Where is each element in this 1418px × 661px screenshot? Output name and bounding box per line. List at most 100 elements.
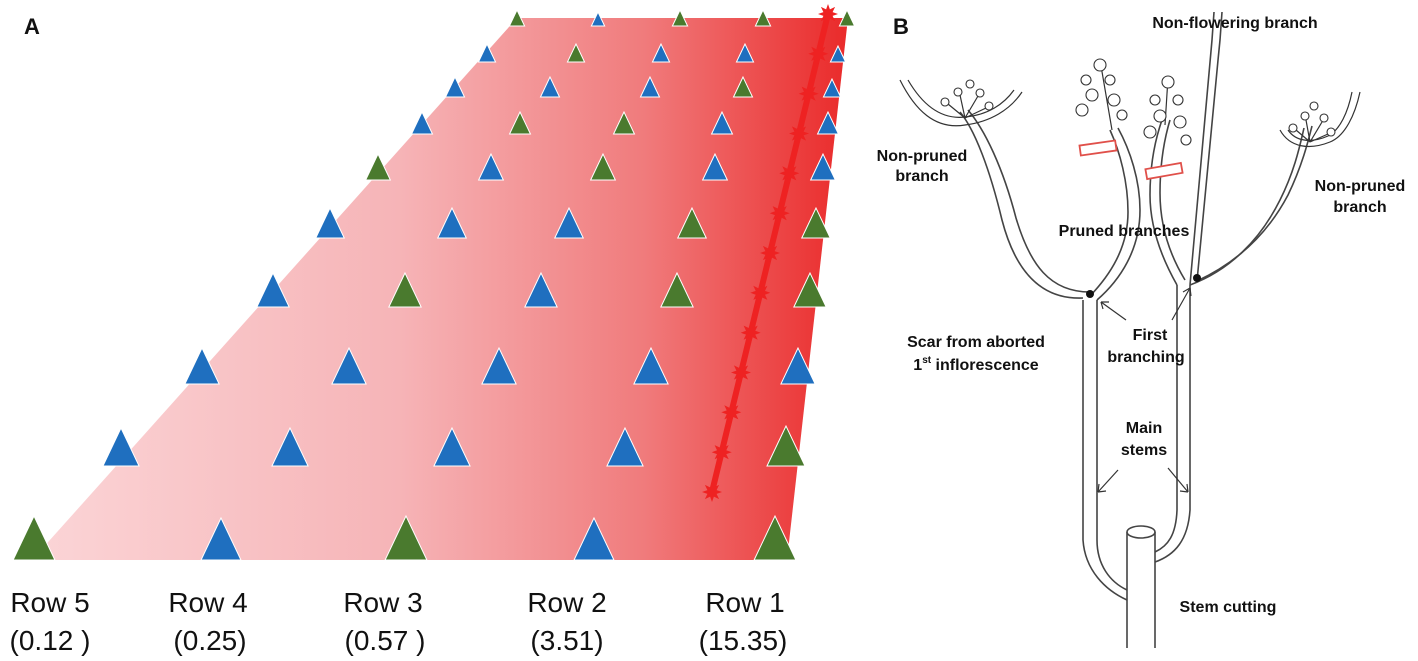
source-burst-marker	[808, 43, 829, 64]
plant-blue-marker	[553, 206, 585, 239]
non-flowering-branch-b	[1189, 11, 1215, 286]
plant-green-marker	[838, 8, 856, 27]
plant-green-marker	[384, 514, 428, 561]
right-pruned-branch-b	[1159, 119, 1186, 281]
plant-green-marker	[388, 271, 422, 308]
plant-blue-marker	[184, 346, 220, 385]
flower	[1180, 134, 1192, 146]
source-row-line	[702, 4, 838, 502]
right-pruned-branch-a	[1149, 119, 1178, 286]
inflorescence-right-nonpruned	[1288, 101, 1336, 143]
plant-blue-marker	[735, 42, 755, 63]
bud	[953, 87, 963, 97]
source-burst-marker	[798, 83, 819, 104]
plant-blue-marker	[314, 206, 346, 239]
left-main-stem-outer	[1082, 300, 1128, 601]
plant-green-marker	[766, 424, 806, 467]
plant-blue-marker	[639, 75, 661, 98]
plant-blue-marker	[780, 346, 816, 385]
label-first-branching-line2: branching	[1107, 349, 1184, 366]
plant-green-marker	[589, 152, 617, 181]
left-branching-point	[1086, 290, 1094, 298]
left-nonpruned-branch-a	[959, 111, 1084, 299]
label-stem-cutting: Stem cutting	[1180, 599, 1277, 616]
bud	[1309, 101, 1319, 111]
source-burst-marker	[769, 203, 790, 224]
stem-cutting-illustration	[1126, 525, 1156, 648]
right-branch-cup-2	[1287, 91, 1353, 141]
plant-green-marker	[12, 514, 56, 561]
bud	[1288, 123, 1298, 133]
plant-green-marker	[753, 514, 797, 561]
flower	[1080, 74, 1092, 86]
cutting-sides	[1126, 532, 1156, 648]
left-pruned-branch-a	[1096, 127, 1141, 301]
plant-blue-marker	[829, 44, 847, 63]
plant-green-marker	[508, 110, 532, 135]
inflorescence-left-nonpruned	[940, 79, 994, 119]
plant-blue-marker	[816, 110, 840, 135]
plant-blue-marker	[809, 152, 837, 181]
plant-green-marker	[671, 8, 689, 27]
main-stems-arrowhead-left	[1097, 483, 1107, 493]
scar-inflorescence: inflorescence	[931, 357, 1039, 374]
row-2-value: (3.51)	[530, 625, 603, 656]
row-5-label: Row 5	[10, 587, 89, 618]
field-gradient-area	[32, 18, 848, 560]
label-non-pruned-right-line1: Non-pruned	[1315, 178, 1406, 195]
right-main-stem-inner	[1154, 285, 1178, 553]
flower	[1116, 109, 1128, 121]
row-2-label: Row 2	[527, 587, 606, 618]
flower	[1093, 58, 1107, 72]
row-1-label: Row 1	[705, 587, 784, 618]
left-pruned-branch-b	[1089, 129, 1129, 297]
first-branching-arrowhead-left	[1100, 301, 1109, 310]
right-plant-branches	[1149, 11, 1361, 286]
source-burst-marker	[760, 243, 780, 263]
leader-lines	[1097, 287, 1192, 493]
pruned-l-axis	[1099, 59, 1113, 131]
label-non-pruned-left-line2: branch	[895, 168, 948, 185]
first-branching-leader-left	[1100, 301, 1127, 321]
inflorescence-pruned-right	[1143, 75, 1192, 181]
flower	[1161, 75, 1175, 89]
plant-blue-marker	[331, 346, 367, 385]
left-main-stem-inner	[1096, 300, 1128, 591]
label-non-flowering-branch: Non-flowering branch	[1152, 15, 1317, 32]
plant-green-marker	[660, 271, 694, 308]
plant-green-marker	[612, 110, 636, 135]
bud	[965, 79, 975, 89]
row-1-value: (15.35)	[699, 625, 788, 656]
flower	[1075, 103, 1089, 117]
right-main-stem-outer	[1154, 285, 1191, 563]
right-branching-point	[1193, 274, 1201, 282]
non-flowering-branch-a	[1196, 11, 1223, 282]
scar-ordinal-sup: st	[922, 355, 932, 366]
bud	[940, 97, 950, 107]
main-stems-leader-right	[1167, 467, 1189, 493]
bud	[1326, 127, 1336, 137]
plant-blue-marker	[651, 42, 671, 63]
plant-blue-marker	[590, 10, 606, 27]
infl-l-twigs	[947, 94, 987, 119]
plant-green-marker	[754, 8, 772, 27]
plant-blue-marker	[271, 426, 309, 467]
panel-a-letter: A	[24, 14, 40, 39]
plant-blue-marker	[436, 206, 468, 239]
plant-blue-marker	[701, 152, 729, 181]
plant-blue-marker	[822, 77, 842, 98]
prune-mark-left	[1078, 139, 1118, 157]
row-4-label: Row 4	[168, 587, 247, 618]
bud	[984, 101, 994, 111]
plant-blue-marker	[524, 271, 558, 308]
plant-green-marker	[566, 42, 586, 63]
main-stems-leader-left	[1097, 469, 1119, 493]
bud	[1319, 113, 1329, 123]
plant-blue-marker	[606, 426, 644, 467]
cutting-top	[1126, 525, 1156, 539]
prune-mark-right	[1144, 161, 1184, 181]
first-branching-leader-right	[1171, 287, 1191, 321]
main-stems	[1082, 285, 1191, 601]
source-burst-marker	[740, 322, 761, 343]
first-branching-arrowhead-right	[1182, 287, 1192, 297]
